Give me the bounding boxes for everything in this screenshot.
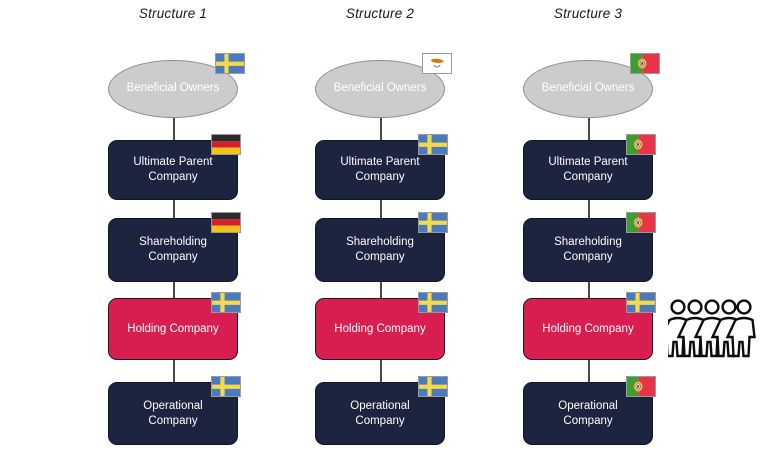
node-label-line1: Shareholding <box>346 236 414 249</box>
sweden-flag-icon <box>626 292 656 313</box>
portugal-flag-icon <box>626 212 656 233</box>
sweden-flag-icon <box>211 292 241 313</box>
beneficial-owners-ellipse: Beneficial Owners <box>108 53 245 118</box>
connector-line-2 <box>588 200 590 218</box>
connector-line-1 <box>173 118 175 140</box>
node-label-line2: Company <box>563 251 613 263</box>
node-label: Holding Company <box>534 322 641 337</box>
connector-line-4 <box>588 360 590 382</box>
sweden-flag-icon <box>418 292 448 313</box>
node-label-line1: Holding Company <box>127 322 219 335</box>
node-label: Beneficial Owners <box>541 82 635 95</box>
beneficial-owners-ellipse: Beneficial Owners <box>315 53 452 118</box>
node-label-line2: Company <box>148 251 198 263</box>
sweden-flag-icon <box>418 212 448 233</box>
portugal-flag-icon <box>626 376 656 397</box>
germany-flag-icon <box>211 134 241 155</box>
node-label: Beneficial Owners <box>126 82 220 95</box>
connector-line-4 <box>173 360 175 382</box>
group-of-people-icon <box>668 296 762 360</box>
beneficial-owners-ellipse: Beneficial Owners <box>523 53 660 118</box>
node-label-line2: Company <box>148 414 198 427</box>
node-label-line1: Ultimate Parent <box>340 156 420 169</box>
connector-line-2 <box>380 200 382 218</box>
germany-flag-icon <box>211 212 241 233</box>
node-box-holding-company: Holding Company <box>315 292 448 360</box>
node-label-line1: Ultimate Parent <box>548 156 628 169</box>
node-label-line2: Company <box>355 171 405 183</box>
node-label-line1: Operational <box>558 399 618 412</box>
node-label: Holding Company <box>326 322 433 337</box>
node-box-holding-company: Holding Company <box>523 292 656 360</box>
structure-title: Structure 1 <box>138 6 208 21</box>
connector-line-3 <box>588 282 590 298</box>
cyprus-flag-icon <box>422 53 452 74</box>
connector-line-1 <box>380 118 382 140</box>
node-label: Holding Company <box>119 322 226 337</box>
node-label: Beneficial Owners <box>333 82 427 95</box>
node-label-line2: Company <box>563 171 613 183</box>
node-label-line1: Shareholding <box>554 236 622 249</box>
portugal-flag-icon <box>626 134 656 155</box>
connector-line-4 <box>380 360 382 382</box>
node-label-line1: Operational <box>143 399 203 412</box>
connector-line-3 <box>173 282 175 298</box>
sweden-flag-icon <box>418 376 448 397</box>
node-box-holding-company: Holding Company <box>108 292 241 360</box>
node-label-line1: Holding Company <box>542 322 634 335</box>
sweden-flag-icon <box>418 134 448 155</box>
node-label-line1: Shareholding <box>139 236 207 249</box>
structure-title: Structure 2 <box>345 6 415 21</box>
node-label-line2: Company <box>355 414 405 427</box>
node-label-line2: Company <box>355 251 405 263</box>
portugal-flag-icon <box>630 53 660 74</box>
connector-line-1 <box>588 118 590 140</box>
node-label-line1: Holding Company <box>334 322 426 335</box>
sweden-flag-icon <box>215 53 245 74</box>
node-label-line1: Operational <box>350 399 410 412</box>
connector-line-2 <box>173 200 175 218</box>
structure-title: Structure 3 <box>553 6 623 21</box>
sweden-flag-icon <box>211 376 241 397</box>
connector-line-3 <box>380 282 382 298</box>
node-label-line1: Ultimate Parent <box>133 156 213 169</box>
node-label-line2: Company <box>563 414 613 427</box>
node-label-line2: Company <box>148 171 198 183</box>
